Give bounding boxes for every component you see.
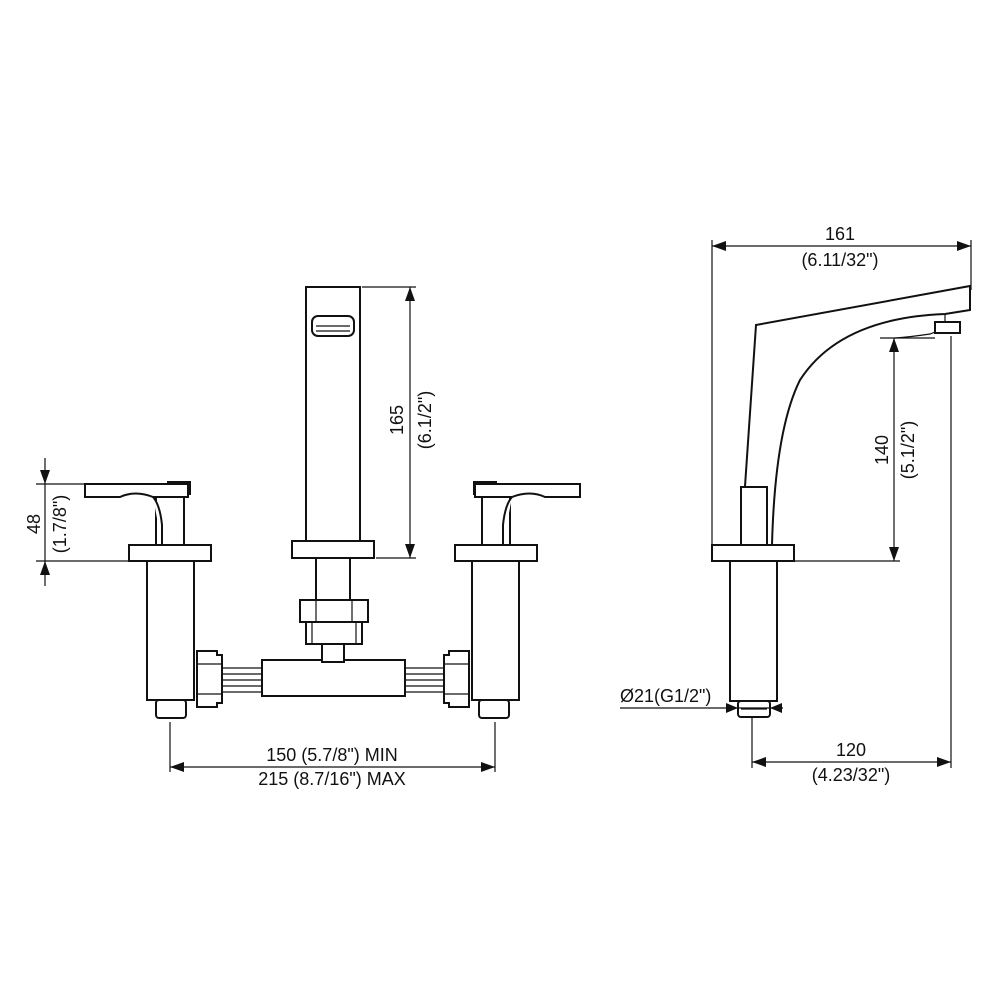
spout-height-inch: (6.1/2") — [415, 391, 435, 449]
front-spout — [261, 286, 406, 697]
side-body — [711, 284, 971, 718]
overall-depth-value: 161 — [825, 224, 855, 244]
overall-depth-inch: (6.11/32") — [801, 250, 878, 270]
spout-height-value: 165 — [387, 405, 407, 435]
spread-max-label: 215 (8.7/16") MAX — [258, 769, 405, 789]
connection-label: Ø21(G1/2") — [620, 686, 711, 706]
handle-height-inch: (1.7/8") — [50, 495, 70, 553]
front-view: 165 (6.1/2") 48 (1.7/8") 150 (5.7/8") MI… — [24, 286, 581, 789]
reach-inch: (4.23/32") — [812, 765, 890, 785]
overall-depth-dimension: 161 (6.11/32") — [711, 224, 972, 545]
spout-clearance-inch: (5.1/2") — [898, 421, 918, 479]
spout-height-dimension: 165 (6.1/2") — [362, 286, 435, 559]
reach-value: 120 — [836, 740, 866, 760]
right-valve — [443, 481, 581, 719]
spread-dimension: 150 (5.7/8") MIN 215 (8.7/16") MAX — [169, 722, 496, 789]
left-valve — [84, 481, 223, 719]
spread-min-label: 150 (5.7/8") MIN — [266, 745, 397, 765]
handle-height-value: 48 — [24, 514, 44, 534]
side-view: 161 (6.11/32") 140 (5.1/2") Ø21(G1/2") — [620, 224, 972, 785]
spout-clearance-value: 140 — [872, 435, 892, 465]
connection-dimension: Ø21(G1/2") — [620, 686, 783, 713]
reach-dimension: 120 (4.23/32") — [751, 336, 952, 785]
spout-clearance-dimension: 140 (5.1/2") — [794, 337, 935, 562]
handle-height-dimension: 48 (1.7/8") — [24, 458, 128, 586]
